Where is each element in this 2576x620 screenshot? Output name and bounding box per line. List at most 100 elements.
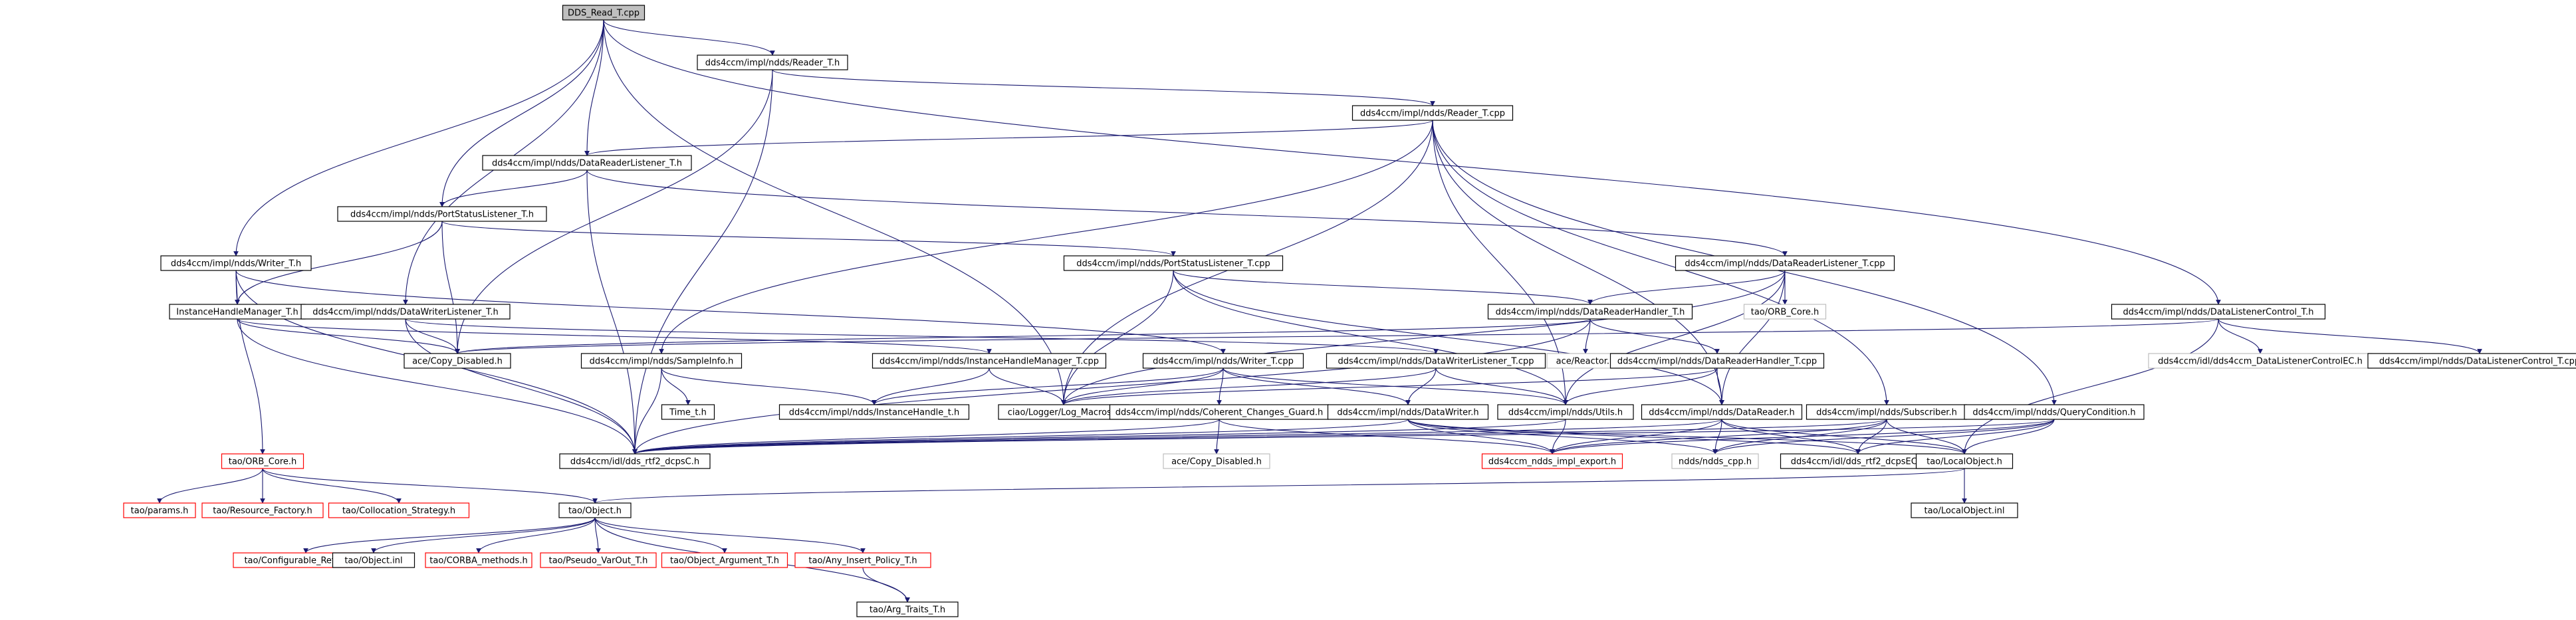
node-label: tao/ORB_Core.h <box>1751 308 1819 318</box>
node-sampleinfo[interactable]: dds4ccm/impl/ndds/SampleInfo.h <box>580 353 743 369</box>
node-box <box>123 502 196 518</box>
node-corba-methods[interactable]: tao/CORBA_methods.h <box>425 552 532 568</box>
node-box <box>540 552 657 568</box>
edge-tao-object-to-refcount <box>303 517 596 554</box>
node-box <box>558 502 632 518</box>
node-dlc-cpp[interactable]: dds4ccm/impl/ndds/DataListenerControl_T.… <box>2367 353 2576 369</box>
node-label: dds4ccm/idl/dds_rtf2_dcpsC.h <box>570 457 699 467</box>
node-label: DDS_Read_T.cpp <box>568 9 640 19</box>
node-dlc-idl-h[interactable]: dds4ccm/idl/dds4ccm_DataListenerControlE… <box>2148 353 2373 369</box>
node-any-insert[interactable]: tao/Any_Insert_Policy_T.h <box>794 552 931 568</box>
node-dlc-h[interactable]: dds4ccm/impl/ndds/DataListenerControl_T.… <box>2111 304 2326 320</box>
node-writer-h[interactable]: dds4ccm/impl/ndds/Writer_T.h <box>160 255 312 271</box>
edge-tao-object-to-pseudo-varout <box>594 517 601 554</box>
node-dwl-h[interactable]: dds4ccm/impl/ndds/DataWriterListener_T.h <box>300 304 511 320</box>
node-time-t[interactable]: Time_t.h <box>661 404 715 420</box>
edge-psl-h-to-ihm-h <box>235 221 443 305</box>
edge-root-to-psl-h <box>439 19 604 207</box>
edge-ihm-cpp-to-ih-t <box>872 367 990 405</box>
edge-utils-to-rti-dcpsc <box>632 419 1566 455</box>
node-ace-reactor[interactable]: ace/Reactor.h <box>1546 353 1625 369</box>
edge-drl-h-to-drl-cpp <box>586 169 1788 257</box>
edge-root-to-reader-h <box>603 19 775 56</box>
node-ace-copy-grey[interactable]: ace/Copy_Disabled.h <box>1163 453 1270 469</box>
node-object-argument[interactable]: tao/Object_Argument_T.h <box>661 552 788 568</box>
node-arg-traits[interactable]: tao/Arg_Traits_T.h <box>856 601 959 617</box>
node-label: tao/Object.inl <box>344 556 402 566</box>
node-label: dds4ccm/impl/ndds/PortStatusListener_T.c… <box>1076 259 1270 269</box>
node-reader-cpp[interactable]: dds4ccm/impl/ndds/Reader_T.cpp <box>1351 105 1514 121</box>
node-writer-cpp[interactable]: dds4ccm/impl/ndds/Writer_T.cpp <box>1142 353 1304 369</box>
node-ihm-h[interactable]: InstanceHandleManager_T.h <box>169 304 306 320</box>
node-label: dds4ccm/impl/ndds/DataListenerControl_T.… <box>2379 357 2576 367</box>
edge-psl-cpp-to-drh-h <box>1173 270 1593 305</box>
node-box <box>482 155 692 171</box>
edge-writer-cpp-to-ih-t <box>872 367 1224 405</box>
node-label: dds4ccm/impl/ndds/Utils.h <box>1508 408 1623 418</box>
node-ihm-cpp[interactable]: dds4ccm/impl/ndds/InstanceHandleManager_… <box>872 353 1107 369</box>
node-box <box>1915 453 2014 469</box>
node-label: ciao/Logger/Log_Macros.h <box>1008 408 1119 418</box>
node-tao-orb-core-grey[interactable]: tao/ORB_Core.h <box>1743 304 1827 320</box>
edge-drh-h-to-drh-cpp <box>1589 318 1720 354</box>
edge-writer-h-to-writer-cpp <box>235 270 1226 354</box>
node-copy-disabled[interactable]: ace/Copy_Disabled.h <box>404 353 511 369</box>
node-datareader[interactable]: dds4ccm/impl/ndds/DataReader.h <box>1641 404 1803 420</box>
node-impl-export[interactable]: dds4ccm_ndds_impl_export.h <box>1481 453 1623 469</box>
edge-tao-orb-core-to-collocation <box>262 468 402 504</box>
node-box <box>1743 304 1827 320</box>
node-box <box>778 404 970 420</box>
node-label: ndds/ndds_cpp.h <box>1679 457 1752 467</box>
edge-datawriter-to-localobject <box>1407 419 1967 455</box>
node-localobject-inl[interactable]: tao/LocalObject.inl <box>1911 502 2018 518</box>
node-psl-cpp[interactable]: dds4ccm/impl/ndds/PortStatusListener_T.c… <box>1063 255 1284 271</box>
node-label: tao/Any_Insert_Policy_T.h <box>808 556 917 566</box>
node-drl-h[interactable]: dds4ccm/impl/ndds/DataReaderListener_T.h <box>482 155 692 171</box>
node-params[interactable]: tao/params.h <box>123 502 196 518</box>
node-object-inl[interactable]: tao/Object.inl <box>332 552 415 568</box>
node-label: dds4ccm/impl/ndds/InstanceHandleManager_… <box>879 357 1099 367</box>
node-log-macros[interactable]: ciao/Logger/Log_Macros.h <box>998 404 1129 420</box>
node-pseudo-varout[interactable]: tao/Pseudo_VarOut_T.h <box>540 552 657 568</box>
node-ndds-cpp[interactable]: ndds/ndds_cpp.h <box>1671 453 1759 469</box>
node-box <box>559 453 711 469</box>
node-ccg[interactable]: dds4ccm/impl/ndds/Coherent_Changes_Guard… <box>1109 404 1330 420</box>
node-datawriter[interactable]: dds4ccm/impl/ndds/DataWriter.h <box>1327 404 1489 420</box>
node-resource-factory[interactable]: tao/Resource_Factory.h <box>201 502 324 518</box>
node-drl-cpp[interactable]: dds4ccm/impl/ndds/DataReaderListener_T.c… <box>1675 255 1895 271</box>
node-subscriber[interactable]: dds4ccm/impl/ndds/Subscriber.h <box>1806 404 1968 420</box>
node-drh-cpp[interactable]: dds4ccm/impl/ndds/DataReaderHandler_T.cp… <box>1609 353 1825 369</box>
edge-querycond-to-ndds-cpp <box>1712 419 2055 455</box>
node-collocation[interactable]: tao/Collocation_Strategy.h <box>328 502 470 518</box>
node-label: dds4ccm/impl/ndds/DataWriterListener_T.c… <box>1338 357 1534 367</box>
edge-datareader-to-rti-dcpsc <box>632 419 1722 455</box>
node-box <box>856 601 959 617</box>
node-box <box>425 552 532 568</box>
node-localobject[interactable]: tao/LocalObject.h <box>1915 453 2014 469</box>
node-psl-h[interactable]: dds4ccm/impl/ndds/PortStatusListener_T.h <box>337 206 547 222</box>
edge-ccg-to-impl-export <box>1219 419 1555 455</box>
edge-drl-cpp-to-utils <box>1563 270 1786 405</box>
node-rti-dcpsec[interactable]: dds4ccm/idl/dds_rtf2_dcpsEC.h <box>1780 453 1936 469</box>
node-utils[interactable]: dds4ccm/impl/ndds/Utils.h <box>1497 404 1634 420</box>
edge-querycond-to-rti-dcpsc <box>632 419 2055 455</box>
edge-dwl-h-to-dwl-cpp <box>405 318 1439 354</box>
node-querycond[interactable]: dds4ccm/impl/ndds/QueryCondition.h <box>1964 404 2145 420</box>
node-ih-t[interactable]: dds4ccm/impl/ndds/InstanceHandle_t.h <box>778 404 970 420</box>
node-tao-object[interactable]: tao/Object.h <box>558 502 632 518</box>
edge-drh-h-to-rti-dcpsc <box>632 318 1591 455</box>
node-label: dds4ccm/impl/ndds/Reader_T.h <box>705 58 840 68</box>
edge-tao-orb-core-to-tao-object <box>262 468 598 504</box>
node-rti-dcpsc[interactable]: dds4ccm/idl/dds_rtf2_dcpsC.h <box>559 453 711 469</box>
node-drh-h[interactable]: dds4ccm/impl/ndds/DataReaderHandler_T.h <box>1487 304 1693 320</box>
node-dwl-cpp[interactable]: dds4ccm/impl/ndds/DataWriterListener_T.c… <box>1326 353 1546 369</box>
node-tao-orb-core[interactable]: tao/ORB_Core.h <box>221 453 304 469</box>
node-label: tao/Collocation_Strategy.h <box>342 506 455 516</box>
node-box <box>1327 404 1489 420</box>
node-label: dds4ccm/impl/ndds/DataReaderHandler_T.h <box>1496 308 1685 318</box>
node-reader-h[interactable]: dds4ccm/impl/ndds/Reader_T.h <box>697 54 848 70</box>
node-box <box>1964 404 2145 420</box>
node-box <box>1063 255 1284 271</box>
node-root[interactable]: DDS_Read_T.cpp <box>562 5 645 21</box>
